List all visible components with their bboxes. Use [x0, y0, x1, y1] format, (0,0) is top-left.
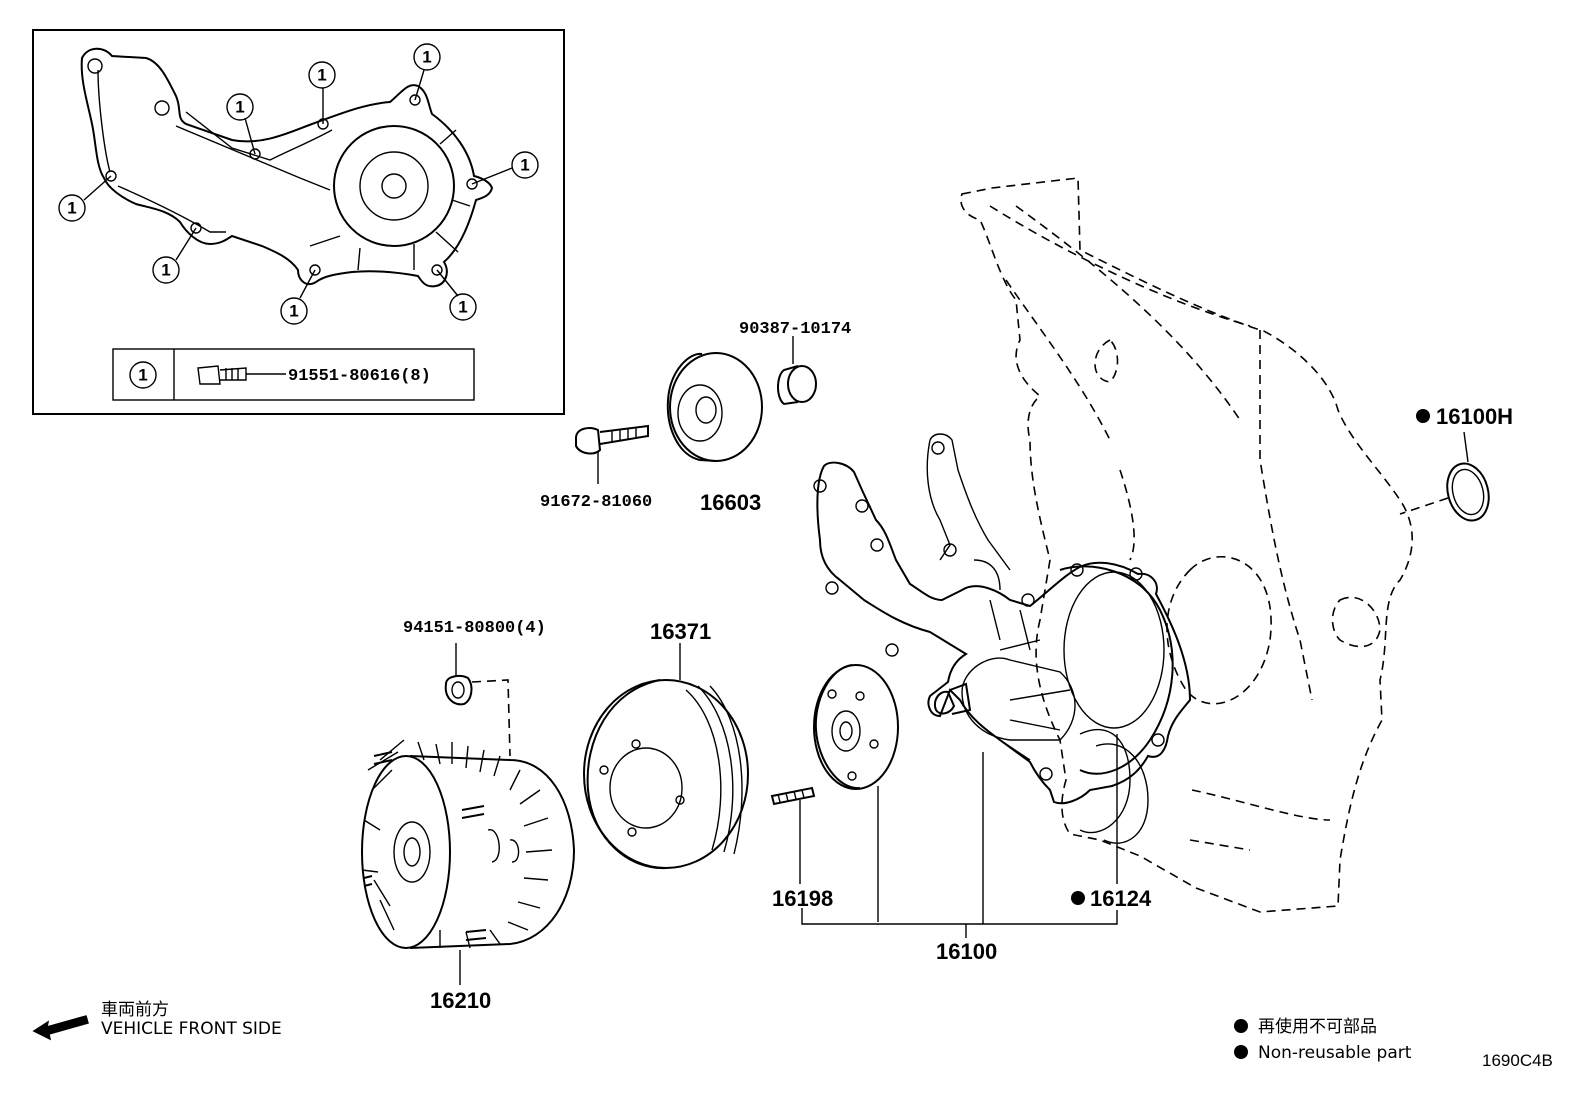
callout-1: 1 — [226, 93, 254, 121]
label-16100H: 16100H — [1436, 404, 1513, 429]
svg-text:1: 1 — [422, 48, 431, 67]
direction-label-en: VEHICLE FRONT SIDE — [101, 1019, 282, 1039]
fan-coupling-16210 — [361, 679, 576, 985]
stud-16198 — [770, 786, 816, 884]
legend: 再使用不可部品 Non-reusable part — [1234, 1016, 1412, 1063]
label-16371: 16371 — [650, 619, 711, 644]
callout-1: 1 — [449, 293, 477, 321]
gasket-16124 — [1095, 743, 1149, 844]
fan-pulley-16371 — [583, 643, 749, 870]
nut-94151-80800 — [444, 643, 473, 706]
legend-number: 1 — [138, 366, 147, 385]
non-reusable-marker — [1071, 891, 1085, 905]
o-ring-16100H — [1399, 431, 1490, 522]
vehicle-front-indicator: 車両前方 VEHICLE FRONT SIDE — [32, 1000, 282, 1041]
direction-label-ja: 車両前方 — [101, 1000, 169, 1020]
svg-text:1: 1 — [317, 66, 326, 85]
callout-1: 1 — [308, 61, 336, 89]
label-16100: 16100 — [936, 939, 997, 964]
label-16198: 16198 — [772, 886, 833, 911]
svg-text:1: 1 — [458, 298, 467, 317]
inset-callouts: 1 1 1 1 1 1 1 1 — [58, 43, 539, 325]
callout-1: 1 — [152, 256, 180, 284]
bolt-91672-81060 — [575, 424, 649, 484]
label-16210: 16210 — [430, 988, 491, 1013]
legend-part-number: 91551-80616(8) — [288, 367, 431, 386]
inset-water-pump-illustration — [80, 47, 513, 299]
non-reusable-marker — [1416, 409, 1430, 423]
svg-text:1: 1 — [161, 261, 170, 280]
callout-1: 1 — [511, 151, 539, 179]
svg-text:1: 1 — [520, 156, 529, 175]
svg-text:1: 1 — [67, 199, 76, 218]
pump-hub-flange — [813, 664, 899, 922]
svg-text:1: 1 — [235, 98, 244, 117]
label-16603: 16603 — [700, 490, 761, 515]
legend-label-ja: 再使用不可部品 — [1258, 1016, 1377, 1037]
diagram-code: 1690C4B — [1482, 1051, 1553, 1070]
assembly-bracket-16100 — [801, 734, 1118, 938]
collar-90387-10174 — [777, 336, 817, 406]
water-pump-illustration — [813, 433, 1192, 834]
arrow-left-icon — [32, 1015, 89, 1041]
label-16124: 16124 — [1090, 886, 1152, 911]
inset-legend: 1 91551-80616(8) — [112, 348, 475, 401]
idler-pulley-16603 — [666, 352, 763, 462]
bullet-icon — [1234, 1045, 1248, 1059]
callout-1: 1 — [413, 43, 441, 71]
callout-1: 1 — [58, 194, 86, 222]
label-91672-81060: 91672-81060 — [540, 493, 652, 512]
callout-1: 1 — [280, 297, 308, 325]
bullet-icon — [1234, 1019, 1248, 1033]
label-90387-10174: 90387-10174 — [739, 320, 851, 339]
inset-frame — [32, 29, 565, 415]
legend-label-en: Non-reusable part — [1258, 1043, 1412, 1063]
label-94151-80800: 94151-80800(4) — [403, 619, 546, 638]
timing-cover-outline — [960, 177, 1413, 913]
svg-text:1: 1 — [289, 302, 298, 321]
